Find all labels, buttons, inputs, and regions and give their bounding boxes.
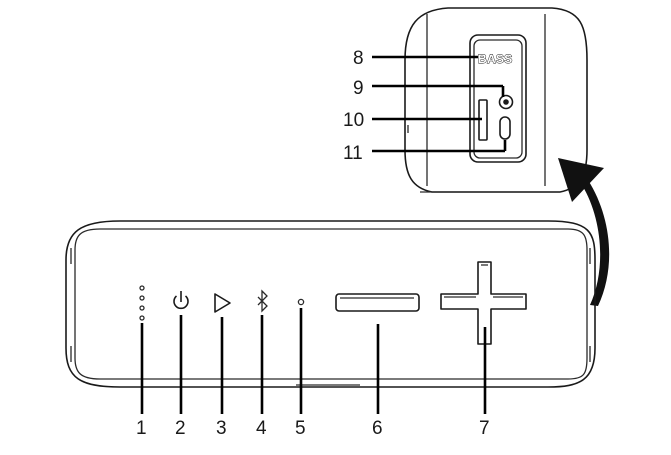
callout-10: 10 xyxy=(343,110,364,131)
bass-label: BASS xyxy=(478,52,513,66)
play-icon[interactable] xyxy=(214,293,231,313)
top-leader-lines xyxy=(140,308,487,414)
callout-4: 4 xyxy=(256,418,267,439)
callout-2: 2 xyxy=(175,418,186,439)
curved-arrow-icon xyxy=(558,158,610,306)
volume-minus-icon[interactable] xyxy=(335,293,420,312)
volume-plus-icon[interactable] xyxy=(440,261,527,345)
callout-6: 6 xyxy=(372,418,383,439)
callout-7: 7 xyxy=(479,418,490,439)
callout-8: 8 xyxy=(353,48,364,69)
callout-11: 11 xyxy=(343,143,363,164)
power-icon[interactable] xyxy=(173,291,189,310)
callout-5: 5 xyxy=(295,418,306,439)
aux-jack-icon[interactable] xyxy=(498,94,514,110)
callout-9: 9 xyxy=(353,78,364,99)
speaker-side-view: BASS xyxy=(404,7,588,193)
port-panel xyxy=(469,34,527,163)
bluetooth-icon[interactable] xyxy=(257,289,268,313)
microphone-hole-icon xyxy=(297,298,305,306)
usb-port-icon[interactable] xyxy=(499,116,511,140)
speaker-top-view xyxy=(65,220,596,388)
side-leader-lines xyxy=(372,55,507,153)
callout-3: 3 xyxy=(216,418,227,439)
battery-led-icon xyxy=(139,285,145,321)
callout-1: 1 xyxy=(136,418,147,439)
